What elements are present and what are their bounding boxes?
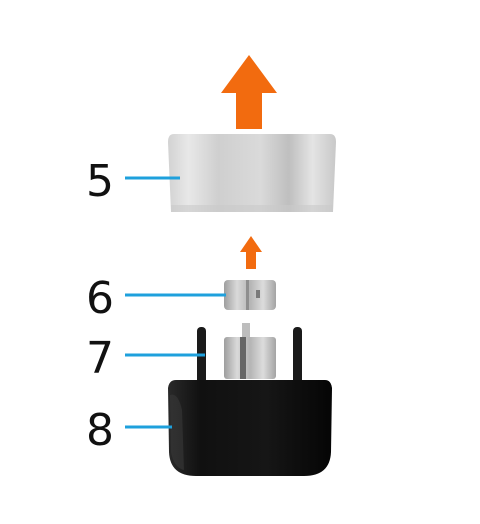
callout-number-8: 8 xyxy=(86,405,114,456)
part-pins xyxy=(197,323,302,387)
callout-number-5: 5 xyxy=(86,156,114,207)
part-base xyxy=(168,380,332,476)
arrow-up-icon xyxy=(240,236,262,269)
callout-number-7: 7 xyxy=(86,333,114,384)
part-sleeve xyxy=(224,280,276,310)
callout-number-6: 6 xyxy=(86,273,114,324)
arrow-up-icon xyxy=(221,55,277,129)
part-cap xyxy=(168,134,336,212)
